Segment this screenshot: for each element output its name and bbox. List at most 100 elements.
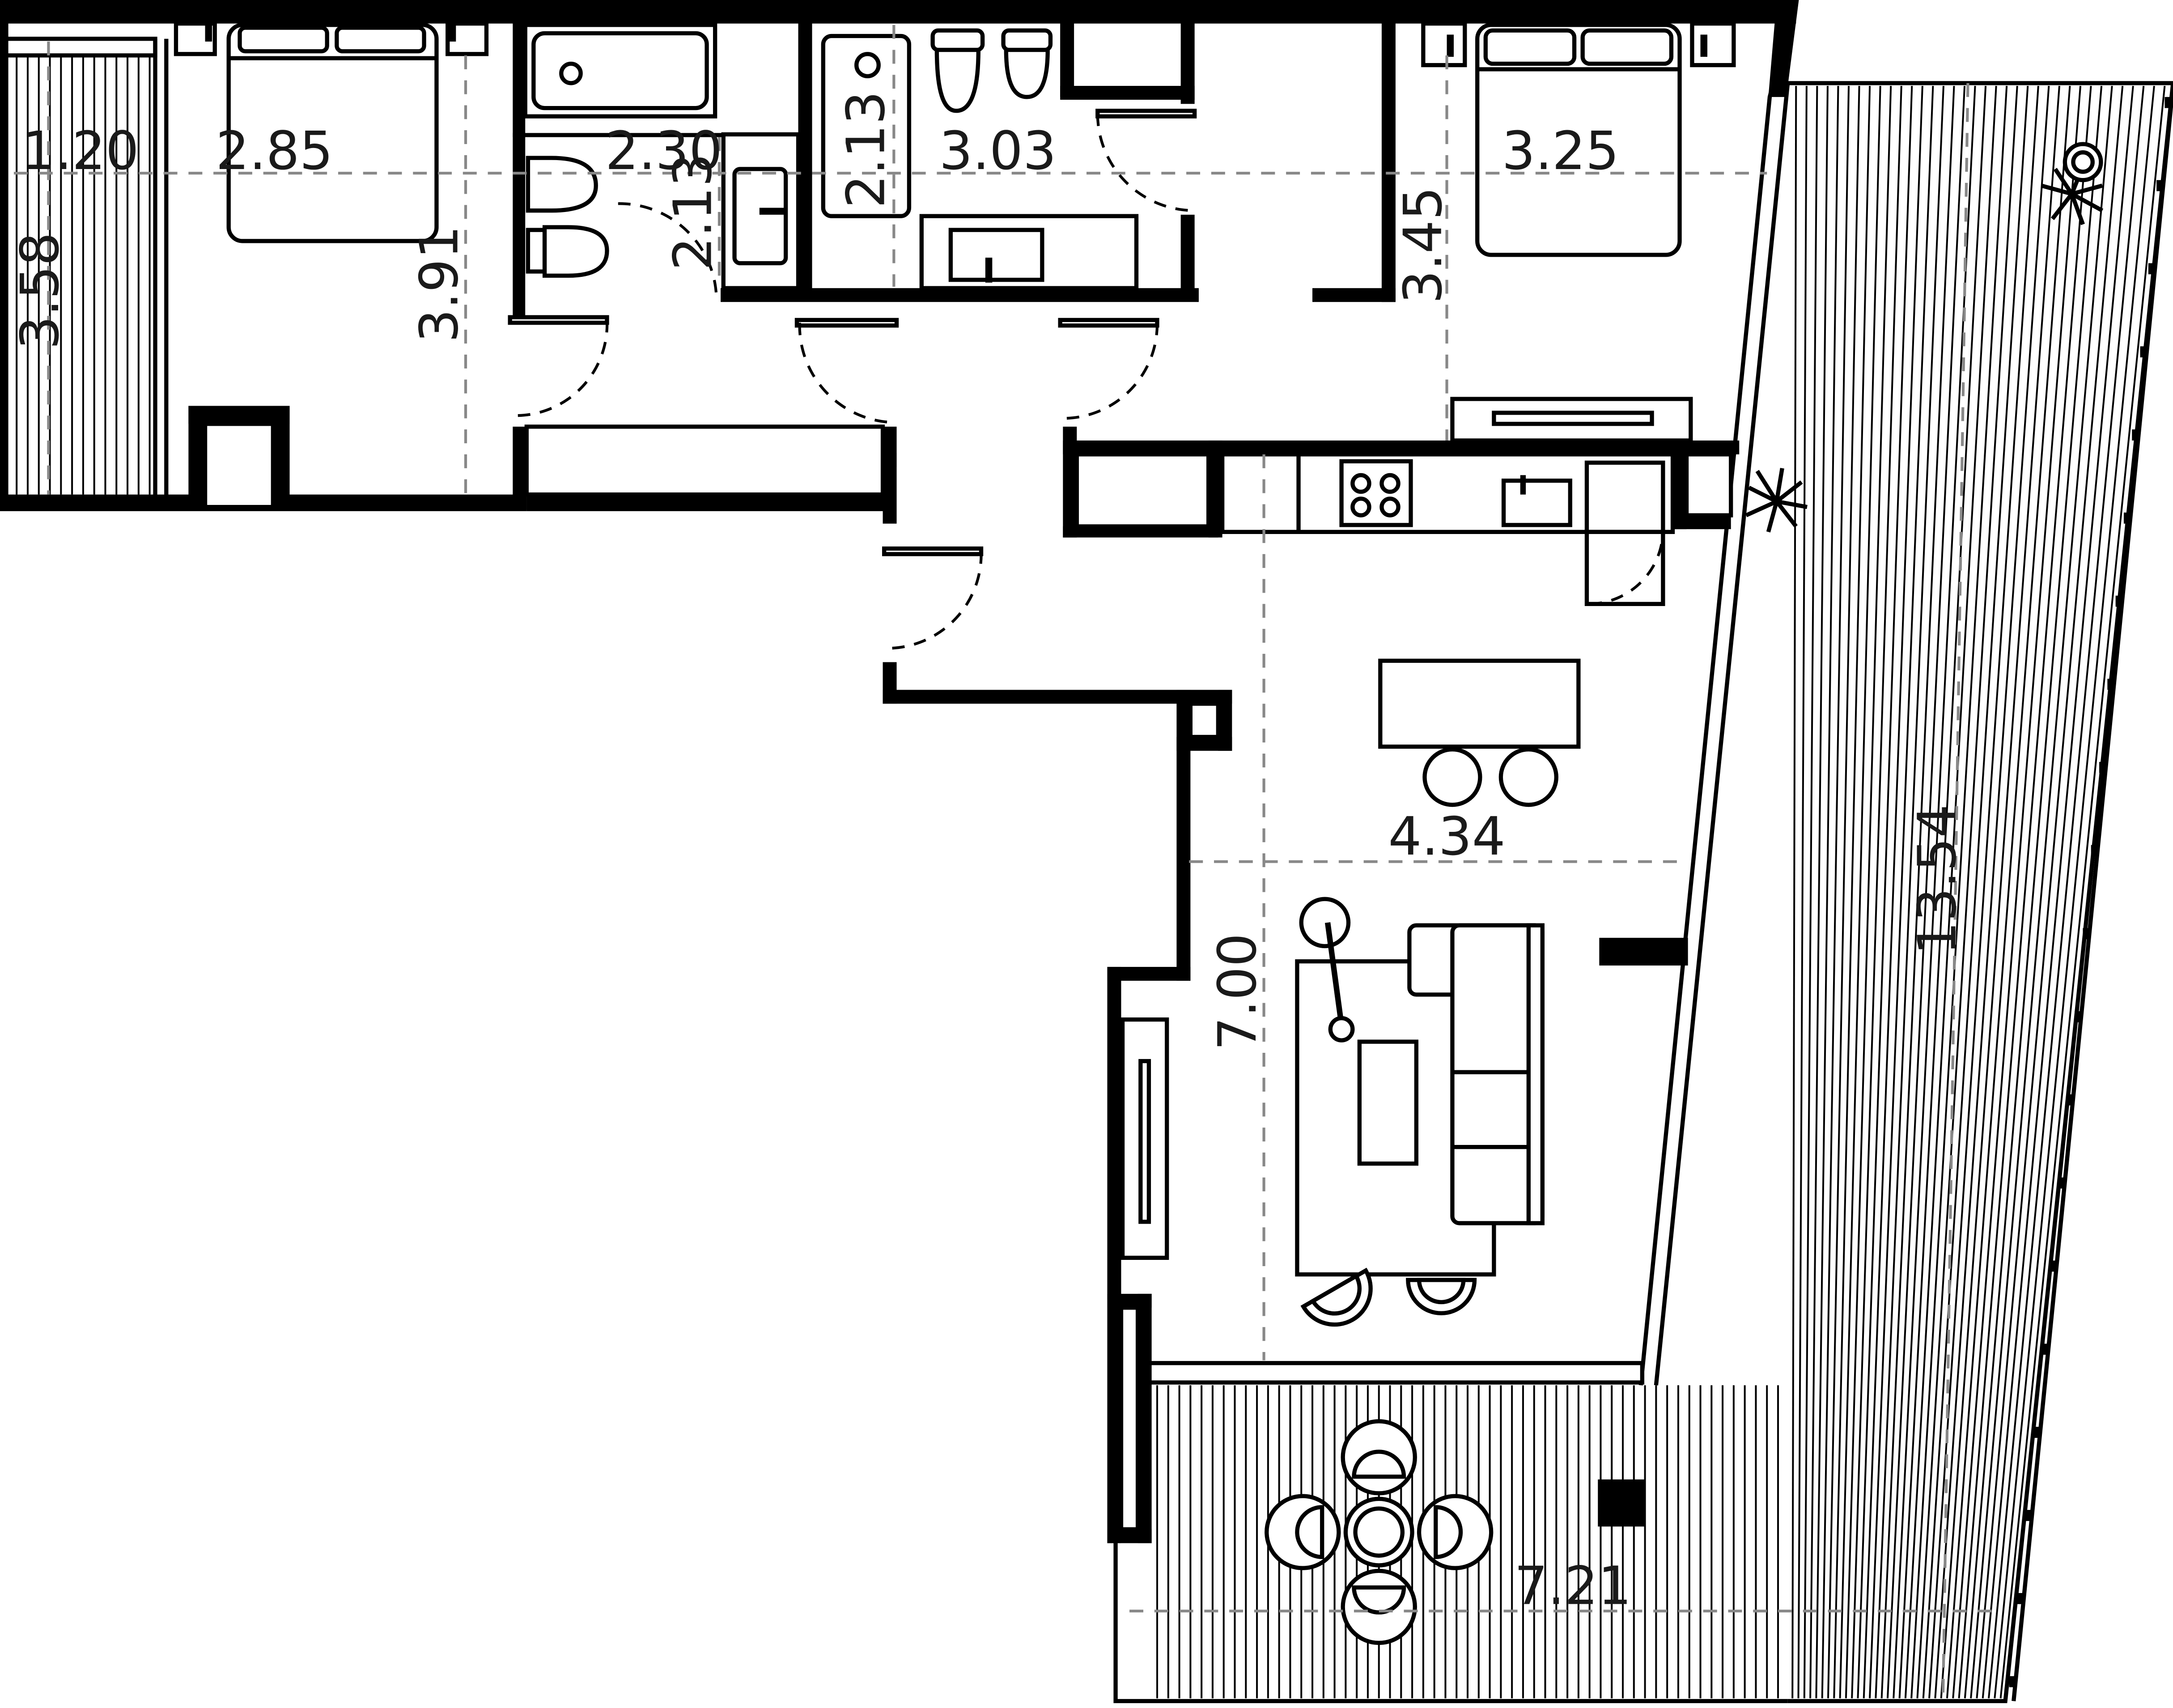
deck-plank bbox=[1863, 85, 1923, 1699]
dim-label-bedroom2-depth: 3.45 bbox=[1392, 186, 1454, 304]
wall-living-left bbox=[1176, 690, 1191, 981]
deck-plank bbox=[1839, 85, 1881, 1699]
deck-plank bbox=[1988, 85, 2145, 1699]
wall-corridor-right bbox=[883, 426, 897, 524]
railing-post bbox=[2009, 1676, 2016, 1687]
pillow-left bbox=[238, 25, 329, 54]
railing-post bbox=[2083, 928, 2090, 939]
door-shaft bbox=[1095, 109, 1197, 119]
wall-bed2-left bbox=[1381, 0, 1396, 302]
dining-terrace-decking bbox=[1156, 1385, 1779, 1699]
wall-top-right bbox=[1768, 0, 1799, 97]
deck-plank bbox=[1880, 85, 1955, 1699]
deck-plank bbox=[1833, 85, 1871, 1699]
wall-living-left-low bbox=[1107, 966, 1121, 1300]
wall-kitchen-right bbox=[1672, 440, 1687, 530]
coffee-table bbox=[1357, 1039, 1419, 1166]
deck-plank bbox=[1869, 85, 1934, 1699]
armchair bbox=[1300, 1267, 1373, 1327]
toilet2 bbox=[934, 47, 980, 113]
railing-post bbox=[2148, 263, 2156, 275]
burner bbox=[1379, 473, 1401, 494]
deck-plank bbox=[1952, 85, 2082, 1699]
bidet bbox=[542, 225, 609, 278]
bidet-tank bbox=[526, 228, 547, 274]
wall-bath1-left-low bbox=[513, 426, 527, 510]
pillow-right bbox=[335, 25, 426, 54]
balcony-decking bbox=[16, 55, 151, 495]
lamp-right bbox=[449, 25, 456, 42]
dim-label-bathroom2-depth: 2.13 bbox=[836, 91, 897, 208]
stool bbox=[1422, 747, 1482, 807]
column bbox=[1598, 1479, 1645, 1527]
kitchen-niche bbox=[1684, 452, 1733, 517]
doors bbox=[508, 109, 1664, 650]
dim-label-balcony-depth: 3.58 bbox=[9, 232, 71, 349]
deck-plank bbox=[1815, 86, 1839, 1699]
door-bedroom2 bbox=[1058, 318, 1159, 328]
railing-post bbox=[2115, 595, 2123, 607]
wall-top bbox=[0, 0, 1796, 24]
dim-label-bedroom1-depth: 3.91 bbox=[408, 225, 470, 343]
dim-line-terrace bbox=[1941, 83, 1969, 1701]
wall-corridor-bottom bbox=[526, 494, 896, 511]
deck-plank bbox=[1982, 85, 2134, 1699]
nightstand2-left bbox=[1421, 21, 1467, 68]
faucet bbox=[759, 208, 785, 215]
dimension-labels: 1.20 3.58 2.85 3.91 2.30 2.13 2.13 3.03 … bbox=[9, 91, 1968, 1616]
deck-plank bbox=[1940, 85, 2060, 1699]
dining-terrace-sill bbox=[1146, 1361, 1645, 1385]
lamp2-right bbox=[1700, 34, 1707, 57]
burner bbox=[1350, 496, 1371, 517]
wall-void bbox=[1119, 1305, 1140, 1532]
dim-label-balcony-width: 1.20 bbox=[22, 120, 139, 182]
sink bbox=[732, 167, 788, 266]
kitchen bbox=[1220, 452, 1675, 807]
deck-plank bbox=[1976, 85, 2124, 1699]
faucet2 bbox=[985, 258, 993, 283]
walls bbox=[0, 0, 1799, 1543]
bathroom2-fixtures bbox=[821, 28, 1139, 290]
deck-plank bbox=[1922, 85, 2029, 1699]
railing-post bbox=[2091, 845, 2098, 856]
wall-pillar-right bbox=[273, 406, 290, 503]
floor-lamp-arm bbox=[1324, 922, 1345, 1026]
shower bbox=[821, 34, 912, 218]
burner bbox=[1350, 473, 1371, 494]
terrace-glazing-inner bbox=[1654, 83, 1790, 1386]
toilet bbox=[526, 156, 598, 213]
nightstand2-right bbox=[1690, 21, 1736, 68]
column-void bbox=[1188, 701, 1220, 739]
wall-shaft-bottom bbox=[1060, 86, 1195, 100]
railing-post bbox=[2050, 1260, 2057, 1272]
wall-entry-bottom bbox=[883, 690, 1232, 704]
railing-post bbox=[2165, 97, 2172, 108]
dim-label-terrace-length: 13.54 bbox=[1907, 804, 1968, 955]
wall-pillar-left bbox=[188, 406, 205, 503]
railing-post bbox=[2033, 1427, 2041, 1438]
plant-icon bbox=[1745, 468, 1808, 533]
fridge bbox=[1584, 460, 1665, 534]
door-bathroom2 bbox=[794, 318, 899, 328]
deck-plank bbox=[1886, 85, 1966, 1699]
tall-cabinet bbox=[1584, 530, 1665, 606]
railing-post bbox=[2099, 762, 2106, 773]
pillow2-right bbox=[1580, 28, 1674, 66]
deck-plank bbox=[1916, 85, 2018, 1699]
bed2 bbox=[1475, 23, 1682, 257]
dim-label-terrace-width: 7.21 bbox=[1514, 1555, 1631, 1617]
dining-table-inner bbox=[1353, 1506, 1405, 1558]
railing-post bbox=[2041, 1344, 2049, 1355]
wall-kitchen-right-bottom bbox=[1672, 515, 1731, 530]
terrace-railing bbox=[2012, 83, 2173, 1701]
kitchen-sink bbox=[1501, 479, 1572, 527]
deck-plank bbox=[1964, 85, 2103, 1699]
entry-cabinet bbox=[1074, 452, 1211, 529]
wall-bath-divider bbox=[798, 0, 812, 301]
burner bbox=[1379, 496, 1401, 517]
dining-chair bbox=[1417, 1494, 1494, 1570]
balcony-sill bbox=[3, 37, 157, 58]
deck-plank bbox=[1958, 85, 2092, 1699]
deck-plank bbox=[1893, 85, 1976, 1699]
wall-bed2-bottom bbox=[1312, 288, 1396, 302]
